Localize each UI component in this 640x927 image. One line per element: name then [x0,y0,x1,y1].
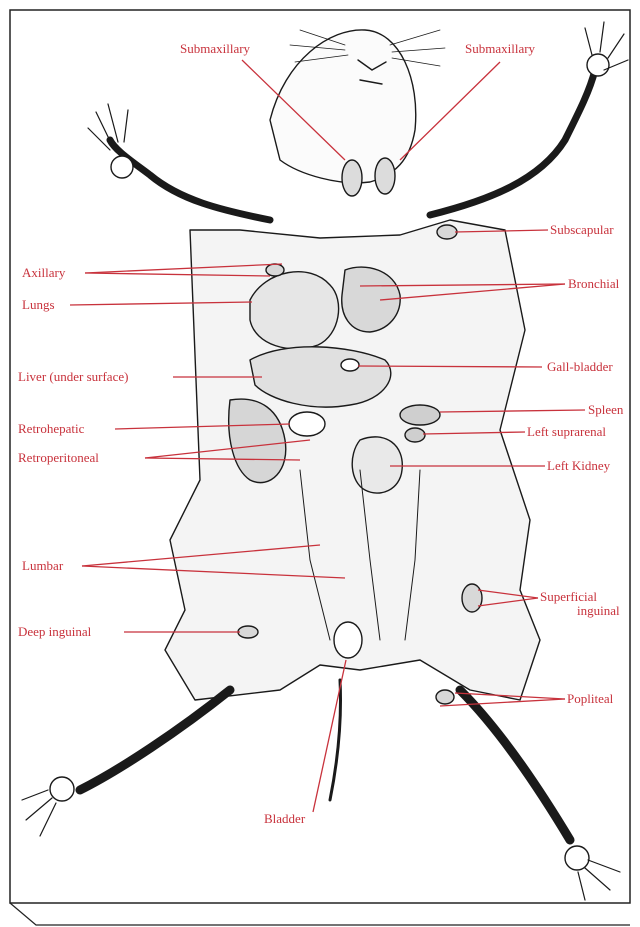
gall-bladder [341,359,359,371]
left-hindpaw-pin [50,777,74,801]
label-left-suprarenal: Left suprarenal [527,425,606,439]
label-retrohepatic: Retrohepatic [18,422,84,436]
left-kidney [352,437,402,493]
label-spleen: Spleen [588,403,623,417]
label-bronchial: Bronchial [568,277,619,291]
superficial-inguinal-gland [462,584,482,612]
label-lungs: Lungs [22,298,55,312]
submaxillary-gland-left [342,160,362,196]
plate-bottom-edge [10,903,630,925]
animal-illustration [22,22,628,900]
label-gall-bladder: Gall-bladder [547,360,613,374]
label-left-kidney: Left Kidney [547,459,610,473]
label-deep-inguinal: Deep inguinal [18,625,91,639]
label-bladder: Bladder [264,812,305,826]
right-hindpaw-pin [565,846,589,870]
spleen [400,405,440,425]
head [270,30,416,183]
label-retroperitoneal: Retroperitoneal [18,451,99,465]
left-hindpaw-claws [22,790,56,836]
bladder [334,622,362,658]
label-lumbar: Lumbar [22,559,63,573]
label-subscapular: Subscapular [550,223,614,237]
retrohepatic-gland [289,412,325,436]
label-liver: Liver (under surface) [18,370,128,384]
popliteal-gland [436,690,454,704]
label-submaxillary-right: Submaxillary [465,42,535,56]
left-suprarenal [405,428,425,442]
right-forepaw-pin [587,54,609,76]
deep-inguinal-gland [238,626,258,638]
right-hindleg [460,690,570,840]
submaxillary-gland-right [375,158,395,194]
subscapular-gland [437,225,457,239]
left-foreleg [110,140,270,220]
label-superficial-inguinal-1: Superficial [540,590,597,604]
leader-bladder [313,660,346,812]
leader-popliteal-2 [440,699,565,706]
left-hindleg [80,690,230,790]
label-submaxillary-left: Submaxillary [180,42,250,56]
label-axillary: Axillary [22,266,65,280]
label-popliteal: Popliteal [567,692,613,706]
right-foreleg [430,70,595,215]
axillary-gland [266,264,284,276]
lungs [250,272,339,349]
label-superficial-inguinal-2: inguinal [577,604,620,618]
left-forepaw-pin [111,156,133,178]
tail [330,680,341,800]
